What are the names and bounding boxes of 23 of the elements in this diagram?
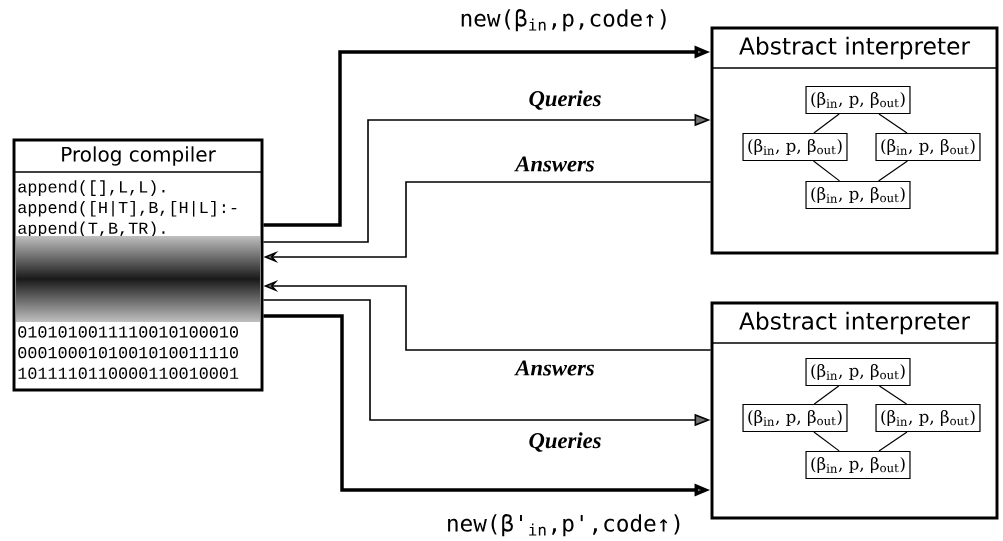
tuple-box: (β$_{in}$, p, β$_{out}$): [805, 180, 911, 210]
tuple-box: (β$_{in}$, p, β$_{out}$): [875, 403, 981, 433]
tuple-box: (β$_{in}$, p, β$_{out}$): [805, 85, 911, 115]
compiler-box: Prolog compiler append([],L,L). append([H|T],B,[H|L]:- append(T,B,TR). 0101010011110010100010 0001000101001010011110 1011110110000110010001: [12, 138, 264, 392]
connector-line: [813, 113, 840, 134]
edge-label: Answers: [514, 359, 596, 377]
edge-label: Answers: [514, 155, 596, 173]
tuple-box: (β$_{in}$, p, β$_{out}$): [805, 357, 911, 387]
tuple-box: (β$_{in}$, p, β$_{out}$): [742, 403, 848, 433]
connector-line: [813, 431, 840, 452]
tuple-box: (β$_{in}$, p, β$_{out}$): [875, 132, 981, 162]
edge-label: new(β'$_{in}$,p',code↑): [444, 512, 686, 538]
edge-label: Queries: [527, 88, 603, 112]
connector-line: [878, 385, 908, 405]
connector-line: [877, 160, 909, 182]
connector-line: [813, 385, 840, 405]
edge-label: Queries: [527, 430, 603, 454]
connector-line: [878, 113, 908, 134]
connector-line: [812, 160, 841, 182]
tuple-box: (β$_{in}$, p, β$_{out}$): [805, 450, 911, 480]
tuple-box: (β$_{in}$, p, β$_{out}$): [742, 132, 848, 162]
edge-label: new(β$_{in}$,p,code↑): [458, 7, 672, 33]
connector-line: [878, 431, 908, 452]
